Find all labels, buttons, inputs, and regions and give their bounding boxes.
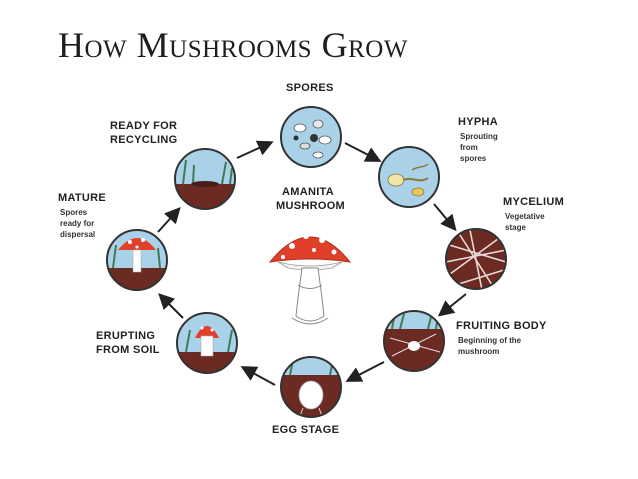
arrow-spores-to-hypha (345, 143, 378, 160)
desc-mature-1: Spores (60, 208, 87, 218)
spores-illustration (281, 107, 341, 167)
label-ready-2: RECYCLING (110, 134, 177, 147)
label-mature: MATURE (58, 192, 106, 205)
egg-stage-illustration (281, 357, 341, 417)
desc-fruiting-2: mushroom (458, 347, 499, 357)
arrow-mycelium-to-fruiting (441, 294, 466, 314)
label-spores: SPORES (286, 82, 334, 95)
label-hypha: HYPHA (458, 116, 498, 129)
desc-mycelium-1: Vegetative (505, 212, 545, 222)
ready-for-recycling-illustration (175, 149, 235, 210)
desc-fruiting-1: Beginning of the (458, 336, 521, 346)
label-egg-stage: EGG STAGE (272, 424, 339, 437)
desc-mycelium-2: stage (505, 223, 526, 233)
desc-hypha-1: Sprouting (460, 132, 498, 142)
label-fruiting-body: FRUITING BODY (456, 320, 547, 333)
arrow-ready-to-spores (237, 143, 270, 158)
arrow-hypha-to-mycelium (434, 204, 454, 228)
label-erupting-1: ERUPTING (96, 330, 155, 343)
arrow-mature-to-ready (158, 210, 178, 232)
desc-hypha-3: spores (460, 154, 486, 164)
label-ready-1: READY FOR (110, 120, 177, 133)
arrow-egg-to-erupting (244, 368, 275, 385)
arrow-fruiting-to-egg (349, 362, 384, 380)
desc-mature-3: dispersal (60, 230, 95, 240)
label-amanita-2: MUSHROOM (276, 200, 345, 213)
hypha-illustration (379, 147, 439, 207)
desc-mature-2: ready for (60, 219, 94, 229)
label-erupting-2: FROM SOIL (96, 344, 160, 357)
label-amanita-1: AMANITA (282, 186, 334, 199)
erupting-illustration (177, 313, 237, 376)
mature-illustration (107, 230, 167, 292)
mycelium-illustration (446, 229, 506, 290)
amanita-mushroom-illustration (270, 233, 350, 324)
fruiting-body-illustration (384, 311, 444, 371)
arrow-erupting-to-mature (161, 296, 183, 318)
label-mycelium: MYCELIUM (503, 196, 564, 209)
desc-hypha-2: from (460, 143, 478, 153)
